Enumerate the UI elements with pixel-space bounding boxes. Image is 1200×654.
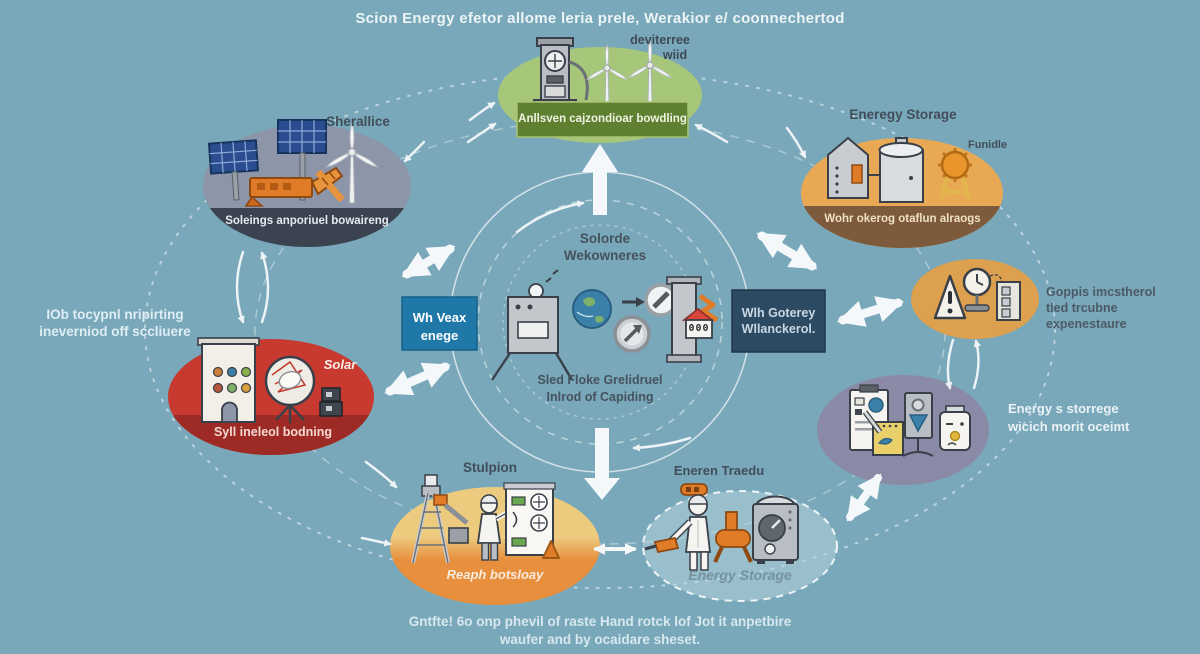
wind-caption-box [516, 101, 689, 138]
tank-node-label: Eneregy Storage [849, 107, 957, 122]
arrow-double-top-right [756, 231, 818, 271]
central-process-hub [491, 269, 719, 381]
maintenance-node-caption: Energy Storage [688, 567, 792, 583]
warning-triangle-icon [933, 274, 967, 320]
hub-title-line1: Solorde [579, 231, 631, 246]
arrow-right-down [944, 338, 955, 390]
solar-factory-label: Sherallice [326, 114, 390, 129]
arrow-into-tanks [785, 126, 807, 159]
arrow-into-maintenance [632, 436, 692, 452]
solar-building-label: Solar [323, 357, 357, 372]
alert-note-line3: expenestaure [1046, 317, 1127, 331]
arrow-left-down [235, 250, 245, 324]
drilling-node-caption: Reaph botsloay [446, 567, 544, 582]
arrow-right-up [972, 339, 982, 390]
alert-monitoring-node [911, 259, 1039, 339]
server-panel-icon [989, 274, 1021, 321]
gauge-icon [644, 283, 678, 317]
drill-tool-icon [680, 483, 708, 496]
hub-title-line2: Wekowneres [563, 248, 647, 263]
arrow-into-solar-factory [403, 140, 426, 163]
right-value-box [731, 289, 826, 353]
clock-icon [962, 267, 992, 312]
maintenance-node-label: Eneren Traedu [673, 463, 765, 478]
arrow-double-bottom-right [846, 473, 882, 522]
arrow-into-wind-left2 [466, 122, 497, 144]
arrow-into-wind-left [468, 101, 496, 122]
device-stack-icon [319, 387, 343, 417]
gauge-icon [613, 315, 651, 353]
monitor-funnel-icon [902, 392, 934, 457]
arrow-orbit-top [515, 200, 585, 234]
alert-note-line2: tled trcubne [1046, 301, 1118, 315]
wind-energy-node [498, 37, 702, 143]
notepad-icon [862, 410, 904, 456]
flow-arrows [235, 101, 982, 555]
wind-node-tag-line1: deviterree [630, 33, 690, 47]
documents-node [817, 375, 989, 485]
safety-cone-icon [542, 540, 560, 559]
left-value-box [401, 296, 478, 351]
storage-appliance-icon [752, 495, 799, 564]
energy-storage-tank-node [801, 136, 1003, 248]
arrow-double-top-left [401, 244, 456, 279]
right-box-line1: Wlh Goterey [741, 306, 816, 320]
tank-node-tag: Funidle [968, 139, 1008, 151]
maintenance-node [642, 483, 838, 602]
documents-note-line1: Energy s storrege [1008, 401, 1119, 416]
counter-icon [681, 307, 715, 339]
footer-line2: waufer and by ocaidare sheset. [499, 632, 701, 647]
arrow-into-wind-right [694, 123, 729, 144]
left-note-line2: ineverniod off sccliuere [39, 324, 191, 339]
right-box-line2: Wllanckerol. [741, 322, 816, 336]
hub-caption-line2: Inlrod of Capiding [546, 390, 654, 404]
solar-building-caption: Syll ineleol bodning [213, 425, 333, 439]
footer-line1: Gntfte! 6o onp phevil of raste Hand rotc… [408, 614, 792, 629]
wind-node-tag-line2: wiid [662, 48, 688, 62]
drilling-node [390, 474, 600, 605]
gyroscope-icon [264, 355, 316, 423]
solar-factory-node [203, 119, 411, 247]
conveyor-machine-icon [244, 166, 345, 207]
left-note-line1: IOb tocypnl nripirting [46, 307, 184, 322]
solar-panel-icon [207, 139, 260, 201]
arrow-left-up [260, 251, 270, 324]
wind-node-caption: Anllsven cajzondioar bowdling [518, 113, 687, 126]
cylinder-tank-icon [878, 137, 924, 203]
storage-tank-icon [827, 136, 881, 199]
derrick-icon [411, 474, 469, 564]
documents-note-line2: wicich morit oceimt [1008, 419, 1130, 434]
sun-wheel-icon [938, 148, 972, 200]
hub-caption-line1: Sled Floke Grelidruel [537, 373, 663, 387]
tank-node-caption: Wohr okerog otaflun alraogs [824, 213, 981, 225]
arrow-double-left-mid [384, 362, 451, 396]
arrow-up-to-wind [582, 144, 618, 215]
solar-panel-icon [277, 119, 327, 201]
jar-icon [939, 405, 971, 451]
arrow-into-drilling-2 [360, 536, 392, 547]
arrow-down-from-hub [584, 428, 620, 500]
drilling-node-label: Stulpion [463, 460, 517, 475]
pump-icon [713, 511, 753, 563]
building-icon [197, 337, 260, 423]
page-title: Scion Energy efetor allome leria prele, … [355, 10, 845, 27]
left-box-line2: enege [420, 328, 459, 343]
alert-note-line1: Goppis imcstherol [1046, 285, 1156, 299]
arrow-double-right-mid [836, 296, 905, 327]
globe-icon [572, 289, 612, 329]
wrench-icon [698, 293, 719, 323]
hub-counter-value: 000 [688, 323, 710, 334]
solar-building-node [168, 337, 374, 455]
worker-icon [476, 494, 512, 561]
whiteboard-icon [503, 482, 556, 556]
technician-icon [644, 494, 712, 571]
furnace-icon [491, 269, 574, 381]
left-box-line1: Wh Veax [412, 310, 467, 325]
arrow-into-drilling-1 [364, 460, 398, 489]
solar-factory-caption: Soleings anporiuel bowaireng [225, 215, 389, 227]
